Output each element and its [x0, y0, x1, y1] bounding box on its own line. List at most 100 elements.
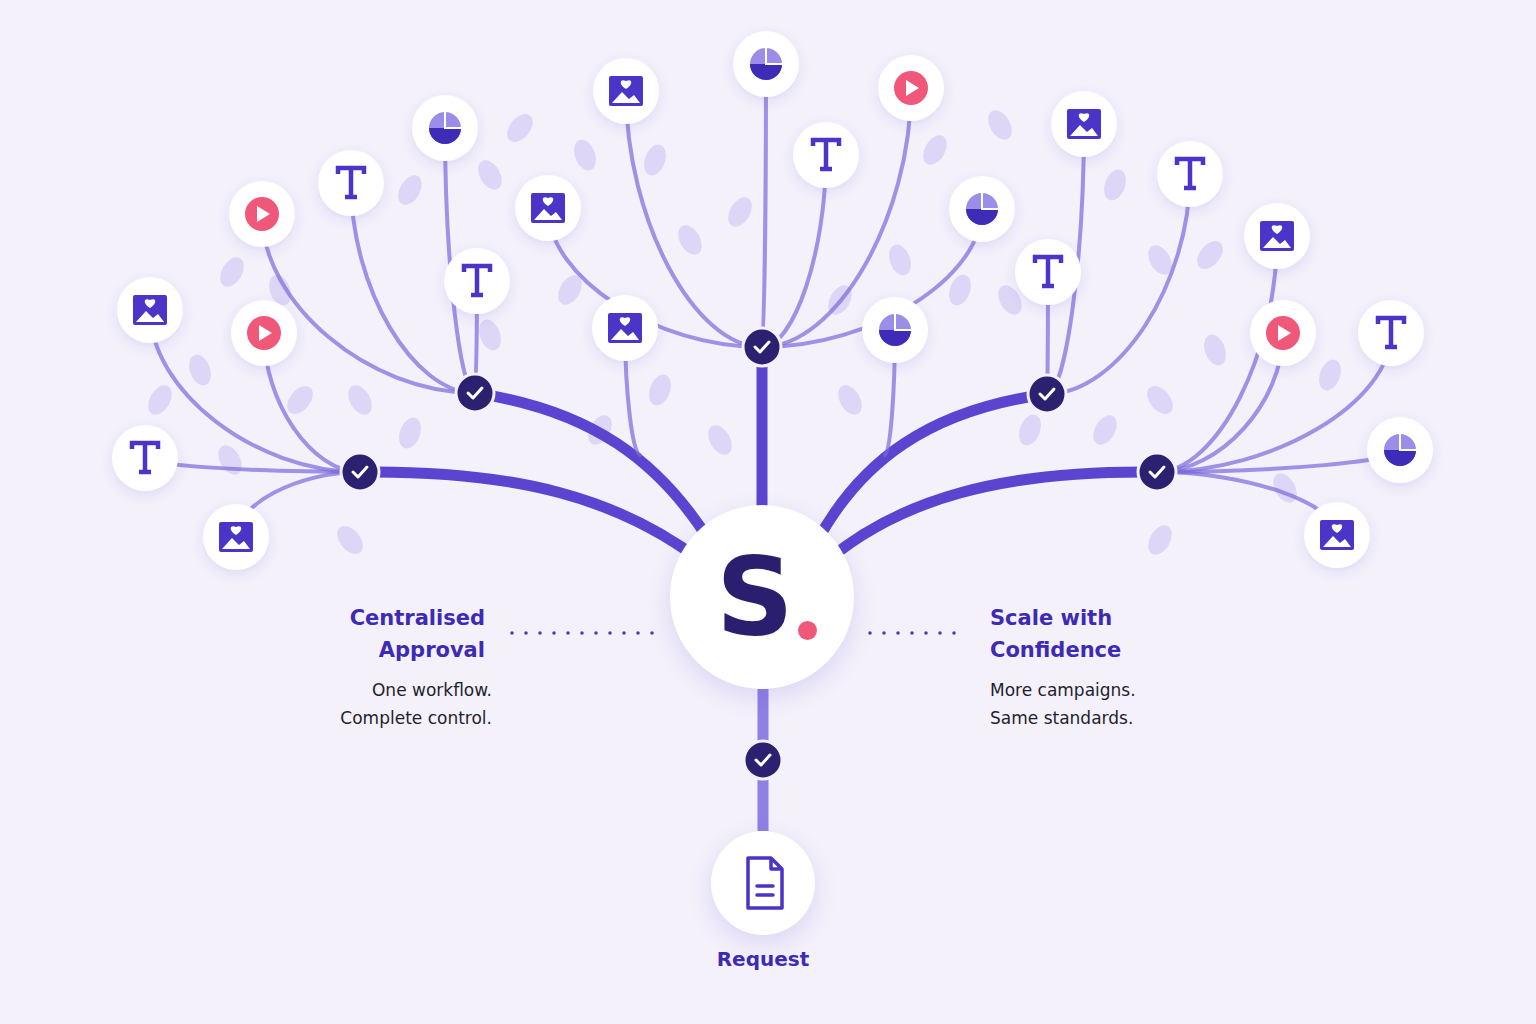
play-triangle — [1278, 325, 1291, 341]
icon-circle — [592, 295, 658, 361]
image-icon — [133, 295, 167, 325]
leaf — [1015, 412, 1045, 449]
image-icon — [531, 193, 565, 223]
leaf — [833, 381, 866, 419]
leaf — [1100, 167, 1130, 204]
check-mark — [756, 755, 770, 765]
asset-icon — [1157, 141, 1223, 207]
asset-icon — [412, 95, 478, 161]
icon-circle — [1157, 141, 1223, 207]
asset-icon — [318, 150, 384, 216]
asset-icon — [444, 248, 510, 314]
leaf — [1315, 357, 1345, 394]
callout-heading: Scale with Confidence — [990, 603, 1160, 666]
pie-icon — [1384, 434, 1416, 466]
icon-circle — [862, 297, 928, 363]
check-mark — [1040, 389, 1054, 399]
icon-circle — [878, 55, 944, 121]
icon-circle — [229, 181, 295, 247]
asset-icon — [203, 504, 269, 570]
twig — [762, 64, 766, 347]
check-badge — [1138, 453, 1176, 491]
leaf — [673, 221, 706, 259]
leaf — [1142, 381, 1178, 418]
icon-circle — [949, 176, 1015, 242]
asset-icon — [949, 176, 1015, 242]
icon-circle — [515, 175, 581, 241]
check-badge — [744, 741, 782, 779]
image-mountain — [1323, 536, 1351, 547]
image-icon — [609, 76, 643, 106]
image-heart — [1332, 524, 1343, 533]
icon-circle — [1358, 300, 1424, 366]
image-heart — [621, 80, 632, 89]
document-lines — [757, 886, 773, 895]
image-icon — [1320, 520, 1354, 550]
image-heart — [145, 299, 156, 308]
play-icon — [245, 197, 279, 231]
image-icon — [1067, 109, 1101, 139]
leaf — [918, 131, 951, 169]
icon-circle — [203, 504, 269, 570]
leaf — [885, 242, 915, 279]
image-mountain — [612, 92, 640, 103]
callout-body: One workflow. Complete control. — [302, 677, 492, 732]
check-badge — [1028, 375, 1066, 413]
image-mountain — [534, 209, 562, 220]
icon-circle — [1244, 203, 1310, 269]
logo-circle: S — [670, 505, 854, 689]
document-outline — [748, 858, 782, 908]
leaf — [332, 521, 368, 558]
icon-circle — [112, 425, 178, 491]
icon-circle — [1367, 417, 1433, 483]
leaf — [1192, 236, 1228, 273]
text-icon — [338, 168, 364, 197]
icon-circle — [318, 150, 384, 216]
check-badge — [456, 374, 494, 412]
callout-heading: Centralised Approval — [315, 603, 485, 666]
image-icon — [1260, 221, 1294, 251]
twig — [262, 214, 475, 393]
check-mark — [468, 388, 482, 398]
leaf — [215, 253, 248, 291]
leaf — [640, 142, 670, 179]
pie-icon — [879, 314, 911, 346]
image-mountain — [1070, 125, 1098, 136]
request-circle: Request — [711, 831, 815, 935]
leaf — [723, 193, 756, 231]
text-icon — [1378, 318, 1404, 347]
pie-slice — [879, 330, 911, 346]
image-heart — [231, 526, 242, 535]
icon-circle — [1304, 502, 1370, 568]
pie-slice — [750, 64, 782, 80]
asset-icon — [1304, 502, 1370, 568]
node-label: Request — [671, 947, 855, 971]
pie-slice — [429, 128, 461, 144]
icon-circle — [444, 248, 510, 314]
icon-circle — [793, 122, 859, 188]
image-mountain — [136, 311, 164, 322]
image-mountain — [1263, 237, 1291, 248]
asset-icon — [1015, 239, 1081, 305]
leaf — [213, 441, 246, 479]
pie-icon — [750, 48, 782, 80]
leaf — [1143, 521, 1176, 559]
check-mark — [755, 342, 769, 352]
asset-icon — [229, 181, 295, 247]
main-branch — [757, 347, 768, 520]
leaf — [282, 381, 318, 418]
text-icon — [464, 266, 490, 295]
leaf — [185, 352, 215, 389]
leaf — [703, 421, 736, 459]
leaf — [343, 381, 376, 419]
leaf — [393, 171, 426, 209]
asset-icon — [593, 58, 659, 124]
image-mountain — [222, 538, 250, 549]
icon-circle — [412, 95, 478, 161]
main-branch — [360, 472, 700, 560]
leader-dots — [870, 631, 968, 635]
twig — [150, 310, 360, 472]
image-mountain — [611, 329, 639, 340]
asset-icon — [1367, 417, 1433, 483]
